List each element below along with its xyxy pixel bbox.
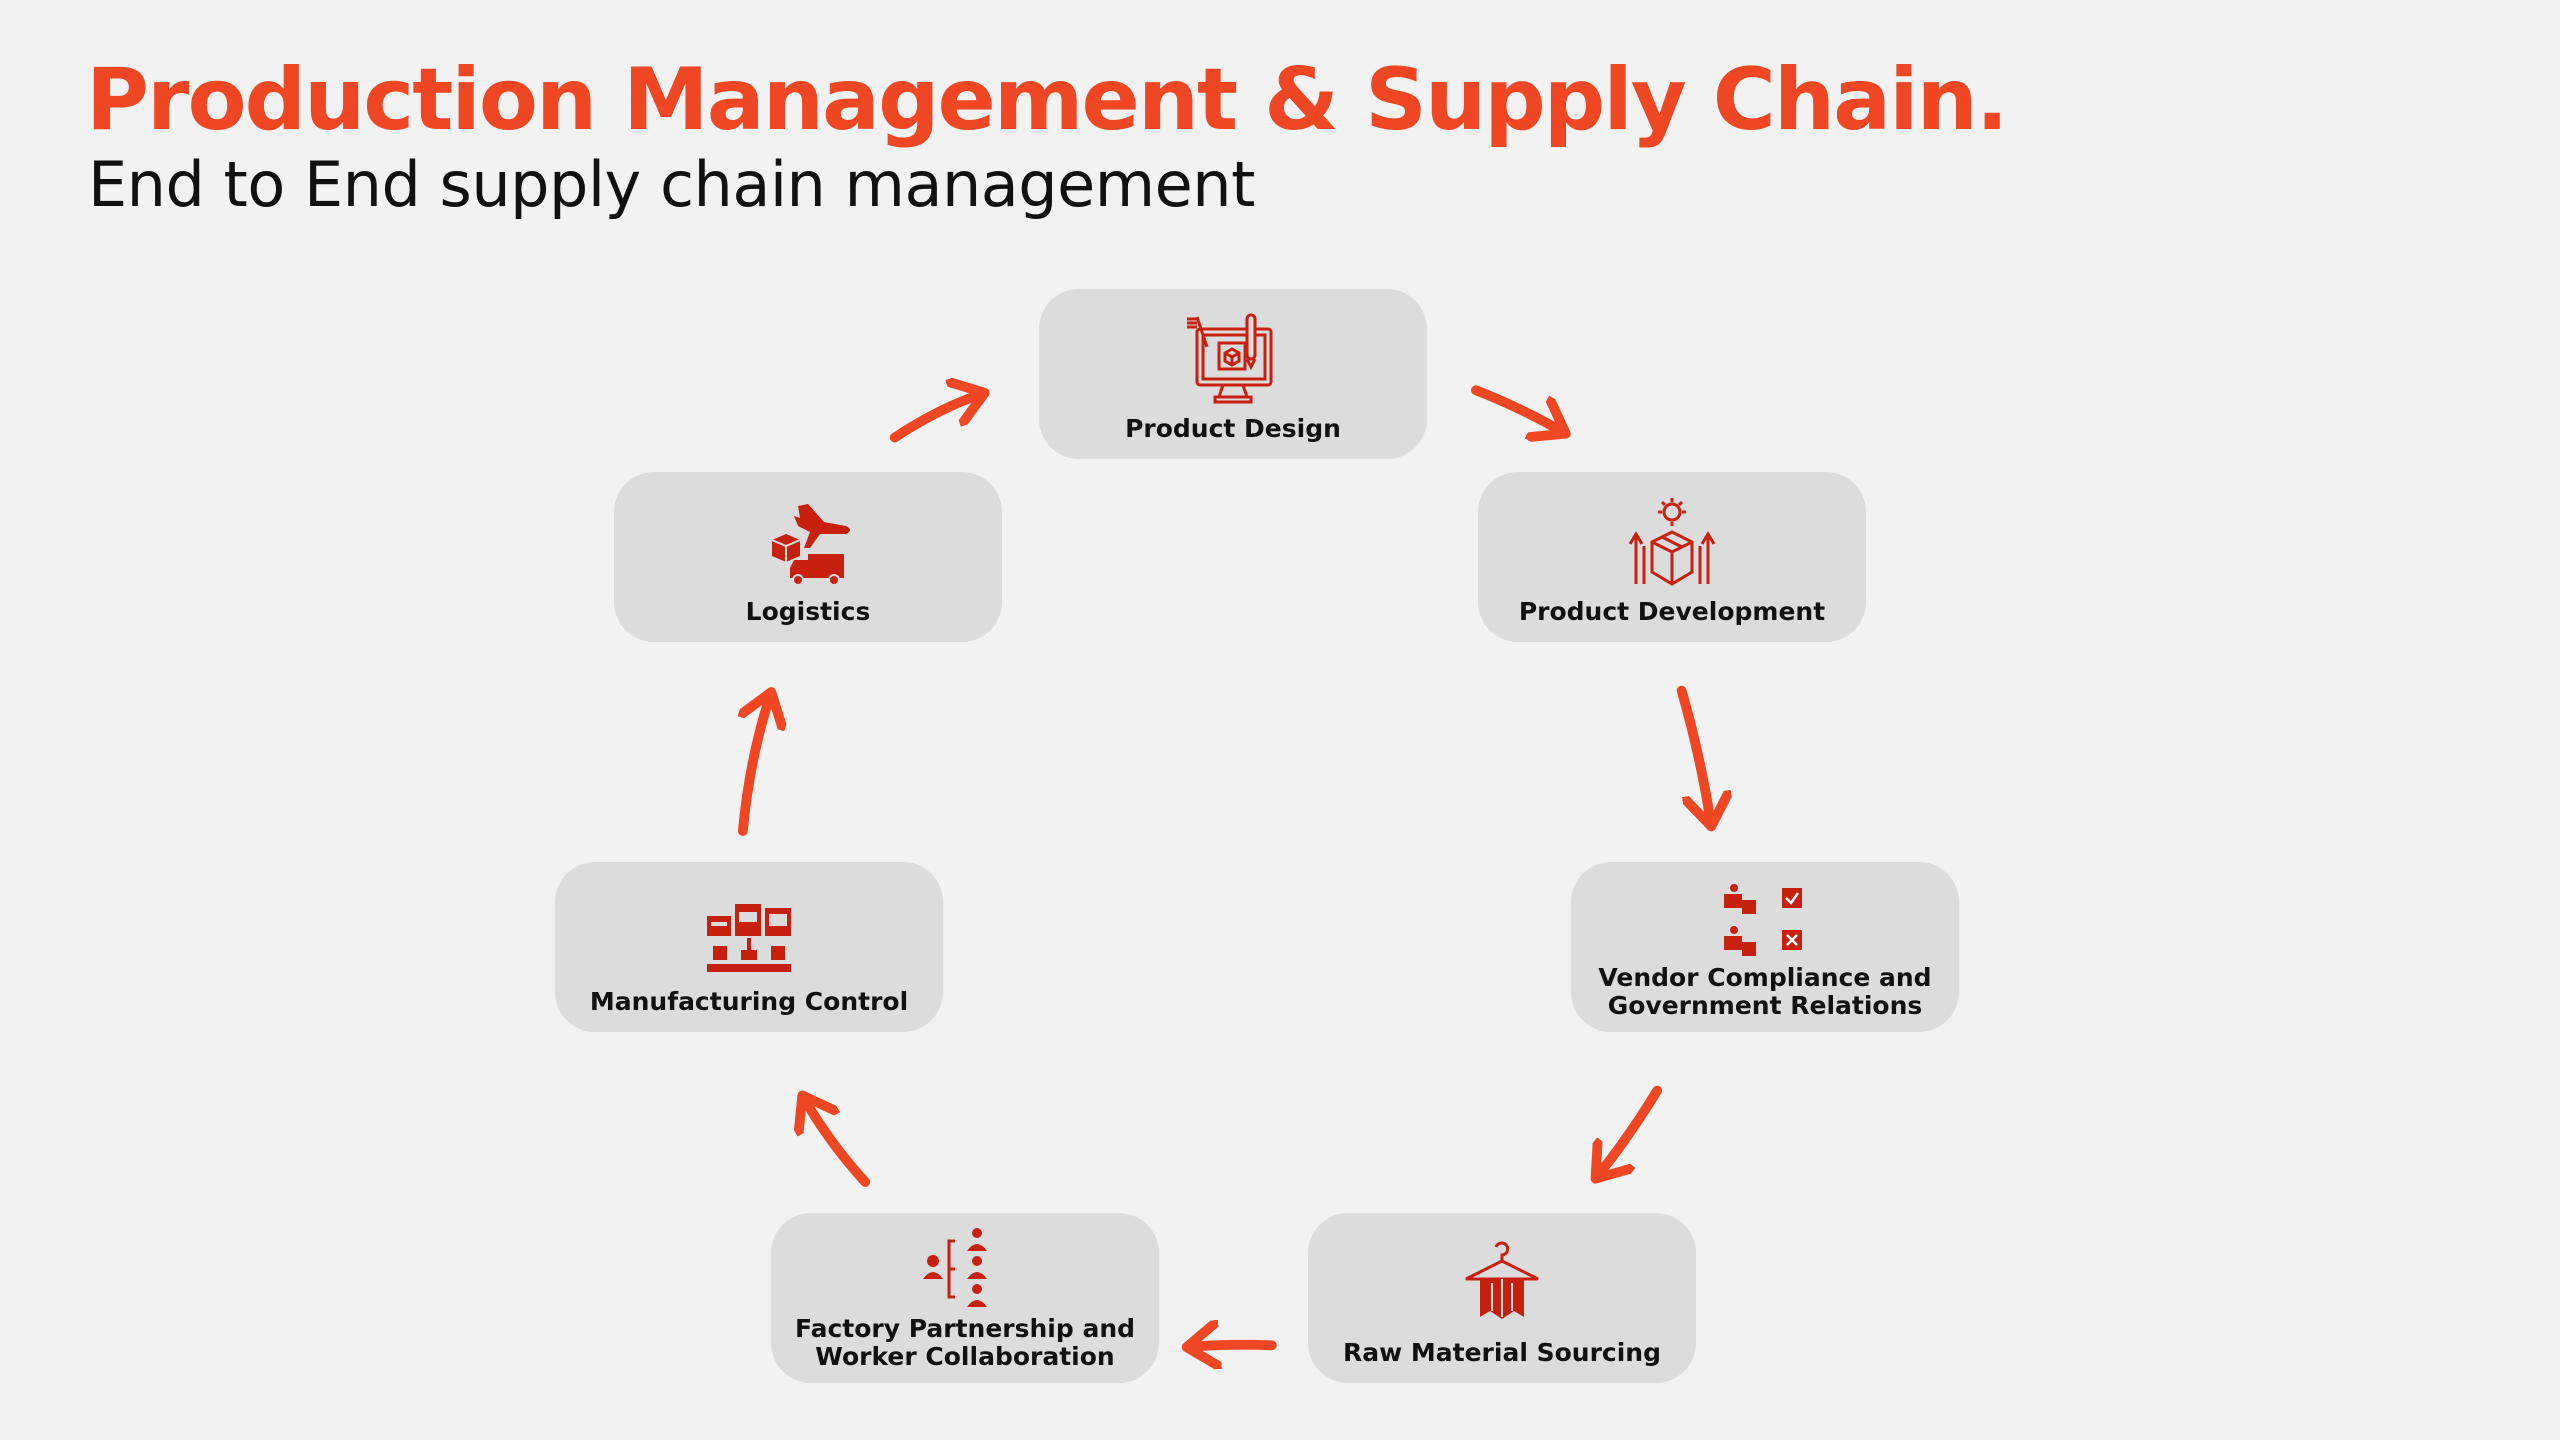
- page-title: Production Management & Supply Chain.: [86, 50, 2009, 150]
- node-product-design: Product Design: [1039, 289, 1427, 459]
- arrow-raw-to-factory: [1189, 1345, 1277, 1347]
- node-label: Product Development: [1518, 597, 1826, 626]
- vendor-compliance-icon: [1724, 884, 1802, 956]
- node-product-development: Product Development: [1478, 472, 1866, 642]
- node-label: Logistics: [745, 597, 871, 626]
- node-raw-material-sourcing: Raw Material Sourcing: [1308, 1213, 1696, 1383]
- arrow-development-to-vendor: [1676, 685, 1711, 825]
- factory-control-icon: [707, 904, 791, 972]
- arrow-design-to-development: [1471, 385, 1564, 432]
- arrow-logistics-to-design: [889, 393, 983, 443]
- node-label: Factory Partnership and Worker Collabora…: [794, 1314, 1136, 1371]
- node-factory-partnership: Factory Partnership and Worker Collabora…: [771, 1213, 1159, 1383]
- box-development-icon: [1628, 498, 1716, 586]
- monitor-design-icon: [1187, 313, 1273, 404]
- arrow-vendor-to-raw: [1597, 1085, 1663, 1178]
- plane-truck-box-icon: [771, 504, 850, 586]
- node-label: Product Design: [1125, 414, 1341, 443]
- hanger-fabric-icon: [1465, 1241, 1539, 1319]
- node-logistics: Logistics: [614, 472, 1002, 642]
- arrow-manufacturing-to-logistics: [743, 694, 771, 836]
- node-label: Manufacturing Control: [589, 987, 909, 1016]
- arrow-factory-to-manufacturing: [803, 1097, 871, 1187]
- team-structure-icon: [923, 1228, 987, 1307]
- node-label: Raw Material Sourcing: [1342, 1338, 1661, 1367]
- node-manufacturing-control: Manufacturing Control: [555, 862, 943, 1032]
- node-label: Vendor Compliance and Government Relatio…: [1598, 963, 1932, 1020]
- page-subtitle: End to End supply chain management: [88, 148, 1255, 221]
- node-vendor-compliance: Vendor Compliance and Government Relatio…: [1571, 862, 1959, 1032]
